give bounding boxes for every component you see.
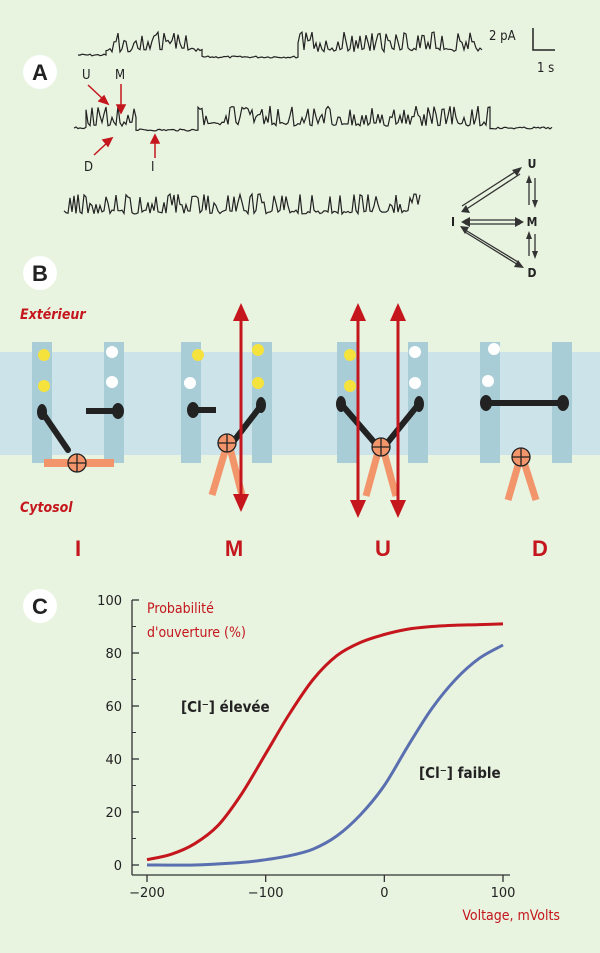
series-high-chloride: [146, 622, 504, 862]
current-trace-3: [63, 192, 421, 216]
scale-time-label: 1 s: [537, 61, 554, 76]
y-tick-label: 60: [105, 700, 122, 715]
y-axis-label-line2: d'ouverture (%): [147, 625, 246, 641]
state-label-m: M: [225, 536, 243, 561]
channel-m: [181, 303, 272, 512]
x-tick-label: 0: [380, 886, 388, 901]
legend-low-chloride: [Cl⁻] faible: [419, 764, 501, 782]
scale-bar: [532, 28, 555, 51]
cytosol-label: Cytosol: [20, 500, 73, 516]
x-axis-label: Voltage, mVolts: [462, 908, 560, 924]
kinetic-scheme: U M D I: [451, 157, 538, 280]
state-arrows: [87, 84, 161, 158]
state-label-i: I: [75, 536, 81, 561]
x-tick-label: −200: [129, 886, 165, 901]
badge-c-circle: [23, 589, 57, 623]
y-tick-label: 100: [97, 594, 122, 609]
badge-a: A: [32, 60, 48, 85]
scale-current-label: 2 pA: [489, 29, 516, 44]
label-m: M: [115, 68, 125, 83]
legend-high-chloride: [Cl⁻] élevée: [181, 698, 270, 716]
label-d: D: [84, 160, 93, 175]
channel-d: [480, 342, 572, 502]
scheme-i: I: [451, 215, 455, 229]
panel-b: B Extérieur Cytosol: [0, 256, 600, 561]
state-label-u: U: [375, 536, 391, 561]
series-low-chloride: [146, 643, 504, 867]
y-tick-label: 40: [105, 753, 122, 768]
channel-u: [336, 303, 428, 518]
x-tick-label: 100: [491, 886, 516, 901]
label-u: U: [82, 68, 91, 83]
exterior-label: Extérieur: [20, 307, 86, 323]
current-trace-2: [73, 105, 553, 132]
badge-c: C: [32, 594, 48, 619]
scheme-m: M: [527, 215, 538, 229]
panel-a: A 2 pA 1 s U M D I: [23, 28, 555, 280]
y-tick-label: 80: [105, 647, 122, 662]
label-i: I: [151, 160, 154, 175]
channel-i: [32, 342, 124, 473]
y-tick-label: 20: [105, 806, 122, 821]
y-tick-label: 0: [114, 859, 122, 874]
y-axis-label-line1: Probabilité: [147, 601, 214, 617]
badge-a-circle: [23, 55, 57, 89]
x-tick-label: −100: [248, 886, 284, 901]
panel-c: C 0 20 40 60 80 100 −200 −100 0 100 Probabilité d…: [23, 589, 560, 924]
scheme-u: U: [528, 157, 537, 171]
badge-b: B: [32, 261, 48, 286]
state-label-d: D: [532, 536, 548, 561]
scheme-d: D: [528, 266, 537, 280]
current-trace-1: [77, 30, 483, 59]
badge-b-circle: [23, 256, 57, 290]
open-probability-chart: 0 20 40 60 80 100 −200 −100 0 100 Probabilité d'o…: [97, 594, 560, 924]
